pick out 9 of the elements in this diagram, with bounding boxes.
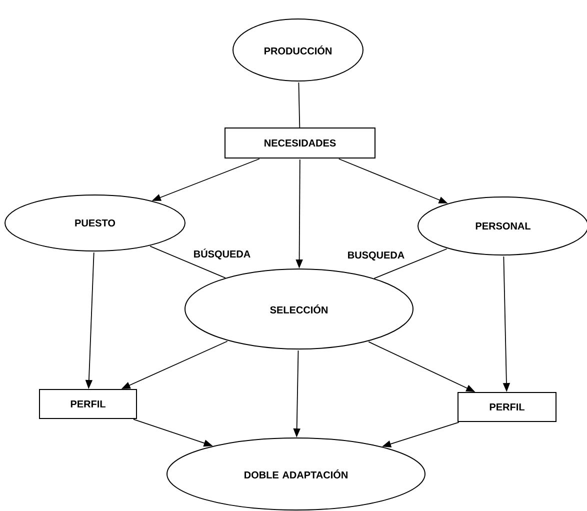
process-box: PERFIL [458, 392, 556, 422]
edge-label: BUSQUEDA [346, 250, 406, 262]
ellipse-node: DOBLE ADAPTACIÓN [166, 438, 426, 510]
ellipse-node: PRODUCCIÓN [232, 18, 364, 82]
ellipse-node: PUESTO [4, 194, 186, 252]
process-box: PERFIL [39, 389, 137, 419]
ellipse-node: SELECCIÓN [184, 268, 414, 350]
edge-label: BÚSQUEDA [192, 248, 252, 260]
process-box: NECESIDADES [224, 128, 376, 158]
